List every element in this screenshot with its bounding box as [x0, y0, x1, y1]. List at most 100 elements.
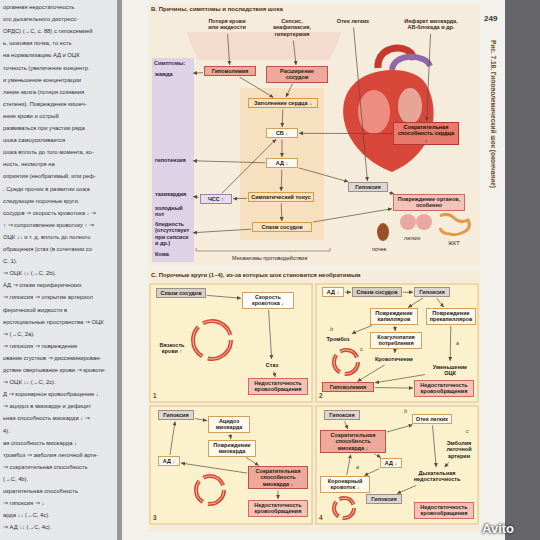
node-text: Симпатический тонус [251, 194, 311, 200]
process-text: Стаз [260, 360, 284, 370]
section-panel-fill [148, 4, 480, 266]
connector-arrow [427, 34, 431, 121]
symptom-text: бледность (отсутствует при сепсисе и др.… [154, 220, 192, 248]
body-text: обращения (стаз (в сочетании со [3, 246, 92, 253]
connector-arrow [170, 421, 175, 455]
process-box: Коагулопатия потребления [370, 332, 422, 349]
node-text: Гипоксия [327, 412, 357, 418]
node-text: Кома [155, 251, 191, 257]
body-text: ого дыхательного дистресс- [3, 16, 78, 23]
panel-heading: C. Порочные круги (1–4), из-за которых ш… [151, 272, 477, 279]
node-text: Гипоксия [417, 289, 447, 295]
body-text: ьная способность миокарда ↓ ⇒ [3, 415, 90, 422]
outcome-box: Недостаточность кровообращения [414, 380, 474, 397]
process-box: Скорость кровотока ↓ [242, 292, 294, 309]
node-text: Гиповолемия [207, 68, 253, 74]
body-text: ферической жидкости в [3, 307, 67, 314]
node-text: Отек легких [336, 18, 370, 24]
hypoxia-box: Гипоксия [348, 182, 388, 192]
cycle-ring [334, 350, 358, 374]
node-text: Потеря крови или жидкости [205, 18, 249, 31]
node-text: Эмболия легочной артерии [443, 440, 475, 459]
state-box: Сократительная способность миокарда ↓ [248, 466, 308, 489]
connector-arrow [207, 295, 241, 298]
connector-arrow [246, 458, 259, 466]
node-text: Ацидоз миокарда [211, 418, 247, 431]
body-text: и уменьшение концентрации [3, 77, 81, 84]
connector-arrow [281, 203, 283, 221]
node-text: Сократительная способность миокарда ↓ [323, 432, 383, 451]
cycle-ring-highlight [334, 350, 358, 374]
connector-arrow [357, 365, 384, 381]
body-text: шока вплоть до того момента, ко- [3, 149, 94, 156]
outcome-box: Недостаточность кровообращения [248, 500, 308, 517]
pathway-column [240, 88, 324, 240]
body-text: ⇒ ацидоз в миокарде и дефицит [3, 403, 91, 410]
node-text: АД ↓ [383, 460, 399, 466]
body-text: сосудов ⇒ скорость кровотока ↓ ⇒ [3, 210, 96, 217]
body-text: ерстициальные пространства ⇒ ОЦК [3, 319, 104, 326]
connector-arrow [281, 169, 283, 191]
process-box: АД ↓ [380, 458, 402, 468]
node-text: Отек легких [415, 416, 449, 422]
connector-arrow [193, 72, 203, 74]
body-text: ОРДС) (→C, с. 88) с гипоксемией [3, 28, 93, 35]
cycle-ring [193, 321, 231, 359]
connector-arrow [394, 350, 395, 353]
process-box: Ацидоз миокарда [208, 416, 250, 433]
section-panel: C. Порочные круги (1–4), из-за которых ш… [148, 270, 480, 532]
lung [416, 214, 432, 230]
state-box: Гиповолемия [204, 66, 256, 76]
connector-arrow [445, 462, 449, 467]
cycle-ring [196, 476, 224, 504]
connector-arrow [375, 454, 381, 458]
node-text: Гиповолемия [325, 384, 371, 390]
process-box: СВ ↓ [266, 128, 298, 138]
cycle-ring-highlight [196, 476, 224, 504]
node-text: Повреждение прекапилляров [429, 310, 473, 323]
node-text: Коагулопатия потребления [373, 334, 419, 347]
node-text: СВ ↓ [269, 130, 295, 136]
pulmonary-artery [392, 57, 430, 70]
hypoxia-box: Гипоксия [158, 410, 194, 420]
body-text: развиваться при участии ряда [3, 125, 85, 132]
body-text: ность, несмотря на [3, 161, 55, 168]
annotation: Механизмы противодействия [232, 255, 307, 262]
node-text: Уменьшение ОЦК [429, 364, 471, 377]
node-text: Сократительная способность миокарда ↓ [251, 468, 305, 487]
table-edge [505, 0, 540, 540]
body-text: тромбоз ⇒ эмболия легочной арте- [3, 452, 98, 459]
node-text: Дыхательная недостаточность [411, 470, 463, 483]
symptom-text: холодный пот [154, 204, 192, 219]
node-text: Гипоксия [369, 496, 399, 502]
node-text: Гипоксия [161, 412, 191, 418]
process-box: Симпатический тонус [248, 192, 314, 202]
cycle-panel: 4ГипоксияОтек легкихСократительная спосо… [316, 406, 478, 524]
process-box: Повреждение миокарда [208, 440, 256, 457]
figure-caption: Рис. 7.18. Гиповолемический шок (окончан… [490, 40, 497, 188]
connector-arrow [347, 454, 351, 475]
section-panel-fill [148, 270, 480, 532]
symptom-text: жажда [154, 70, 192, 78]
body-text: степени). Повреждение кишеч- [3, 101, 87, 108]
process-text: Кровотечение [370, 354, 418, 364]
connector-arrow [375, 387, 413, 388]
path-letter: c [360, 346, 363, 353]
path-letter: a [356, 464, 359, 471]
path-letter: c [466, 428, 469, 435]
node-text: Спазм сосудов [255, 224, 309, 230]
body-text: ⇒ гипоксия ⇒ повреждение [3, 343, 77, 350]
node-text: АД ↓ [325, 289, 341, 295]
cycle-panel-fill [316, 406, 478, 524]
connector-arrow [230, 434, 232, 439]
cycle-ring-highlight [334, 498, 354, 518]
state-box: Расширение сосудов [266, 66, 328, 83]
connector-arrow [195, 419, 207, 421]
connector-arrow [313, 209, 392, 222]
node-text: Скорость кровотока ↓ [245, 294, 291, 307]
node-text: Недостаточность кровообращения [251, 380, 305, 393]
body-text: ая способность миокарда ↓ [3, 440, 77, 447]
connector-arrow [299, 133, 392, 134]
cause-text: Сепсис, анафилаксия, гипертермия [260, 16, 324, 39]
panel-heading: B. Причины, симптомы и последствия шока [151, 6, 477, 13]
